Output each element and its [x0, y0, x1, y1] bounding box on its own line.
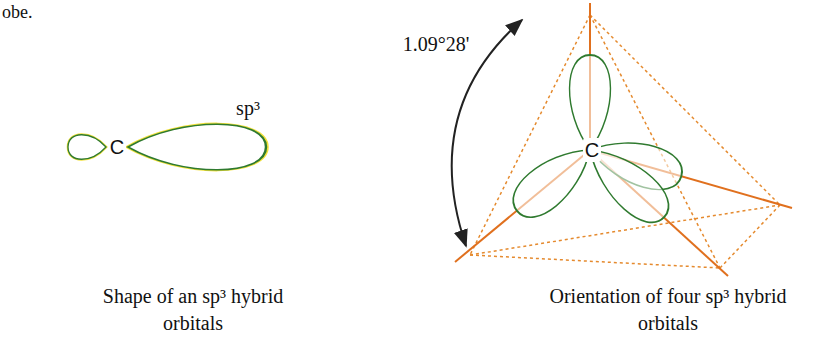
- figure-caption: Shape of an sp³ hybrid orbitals: [78, 283, 308, 337]
- bond-axes: [455, 3, 792, 276]
- atom-symbol: C: [583, 138, 601, 162]
- figure-caption: Orientation of four sp³ hybrid orbitals: [528, 283, 808, 337]
- orbital-label: sp³: [236, 96, 260, 120]
- tetrahedron: [470, 15, 780, 268]
- cut-off-text: obe.: [2, 2, 33, 24]
- angle-label: 1.09°28': [403, 32, 470, 56]
- sp3-orbital: [68, 124, 266, 170]
- atom-symbol: C: [108, 135, 126, 159]
- hybrid-lobes: [504, 55, 687, 233]
